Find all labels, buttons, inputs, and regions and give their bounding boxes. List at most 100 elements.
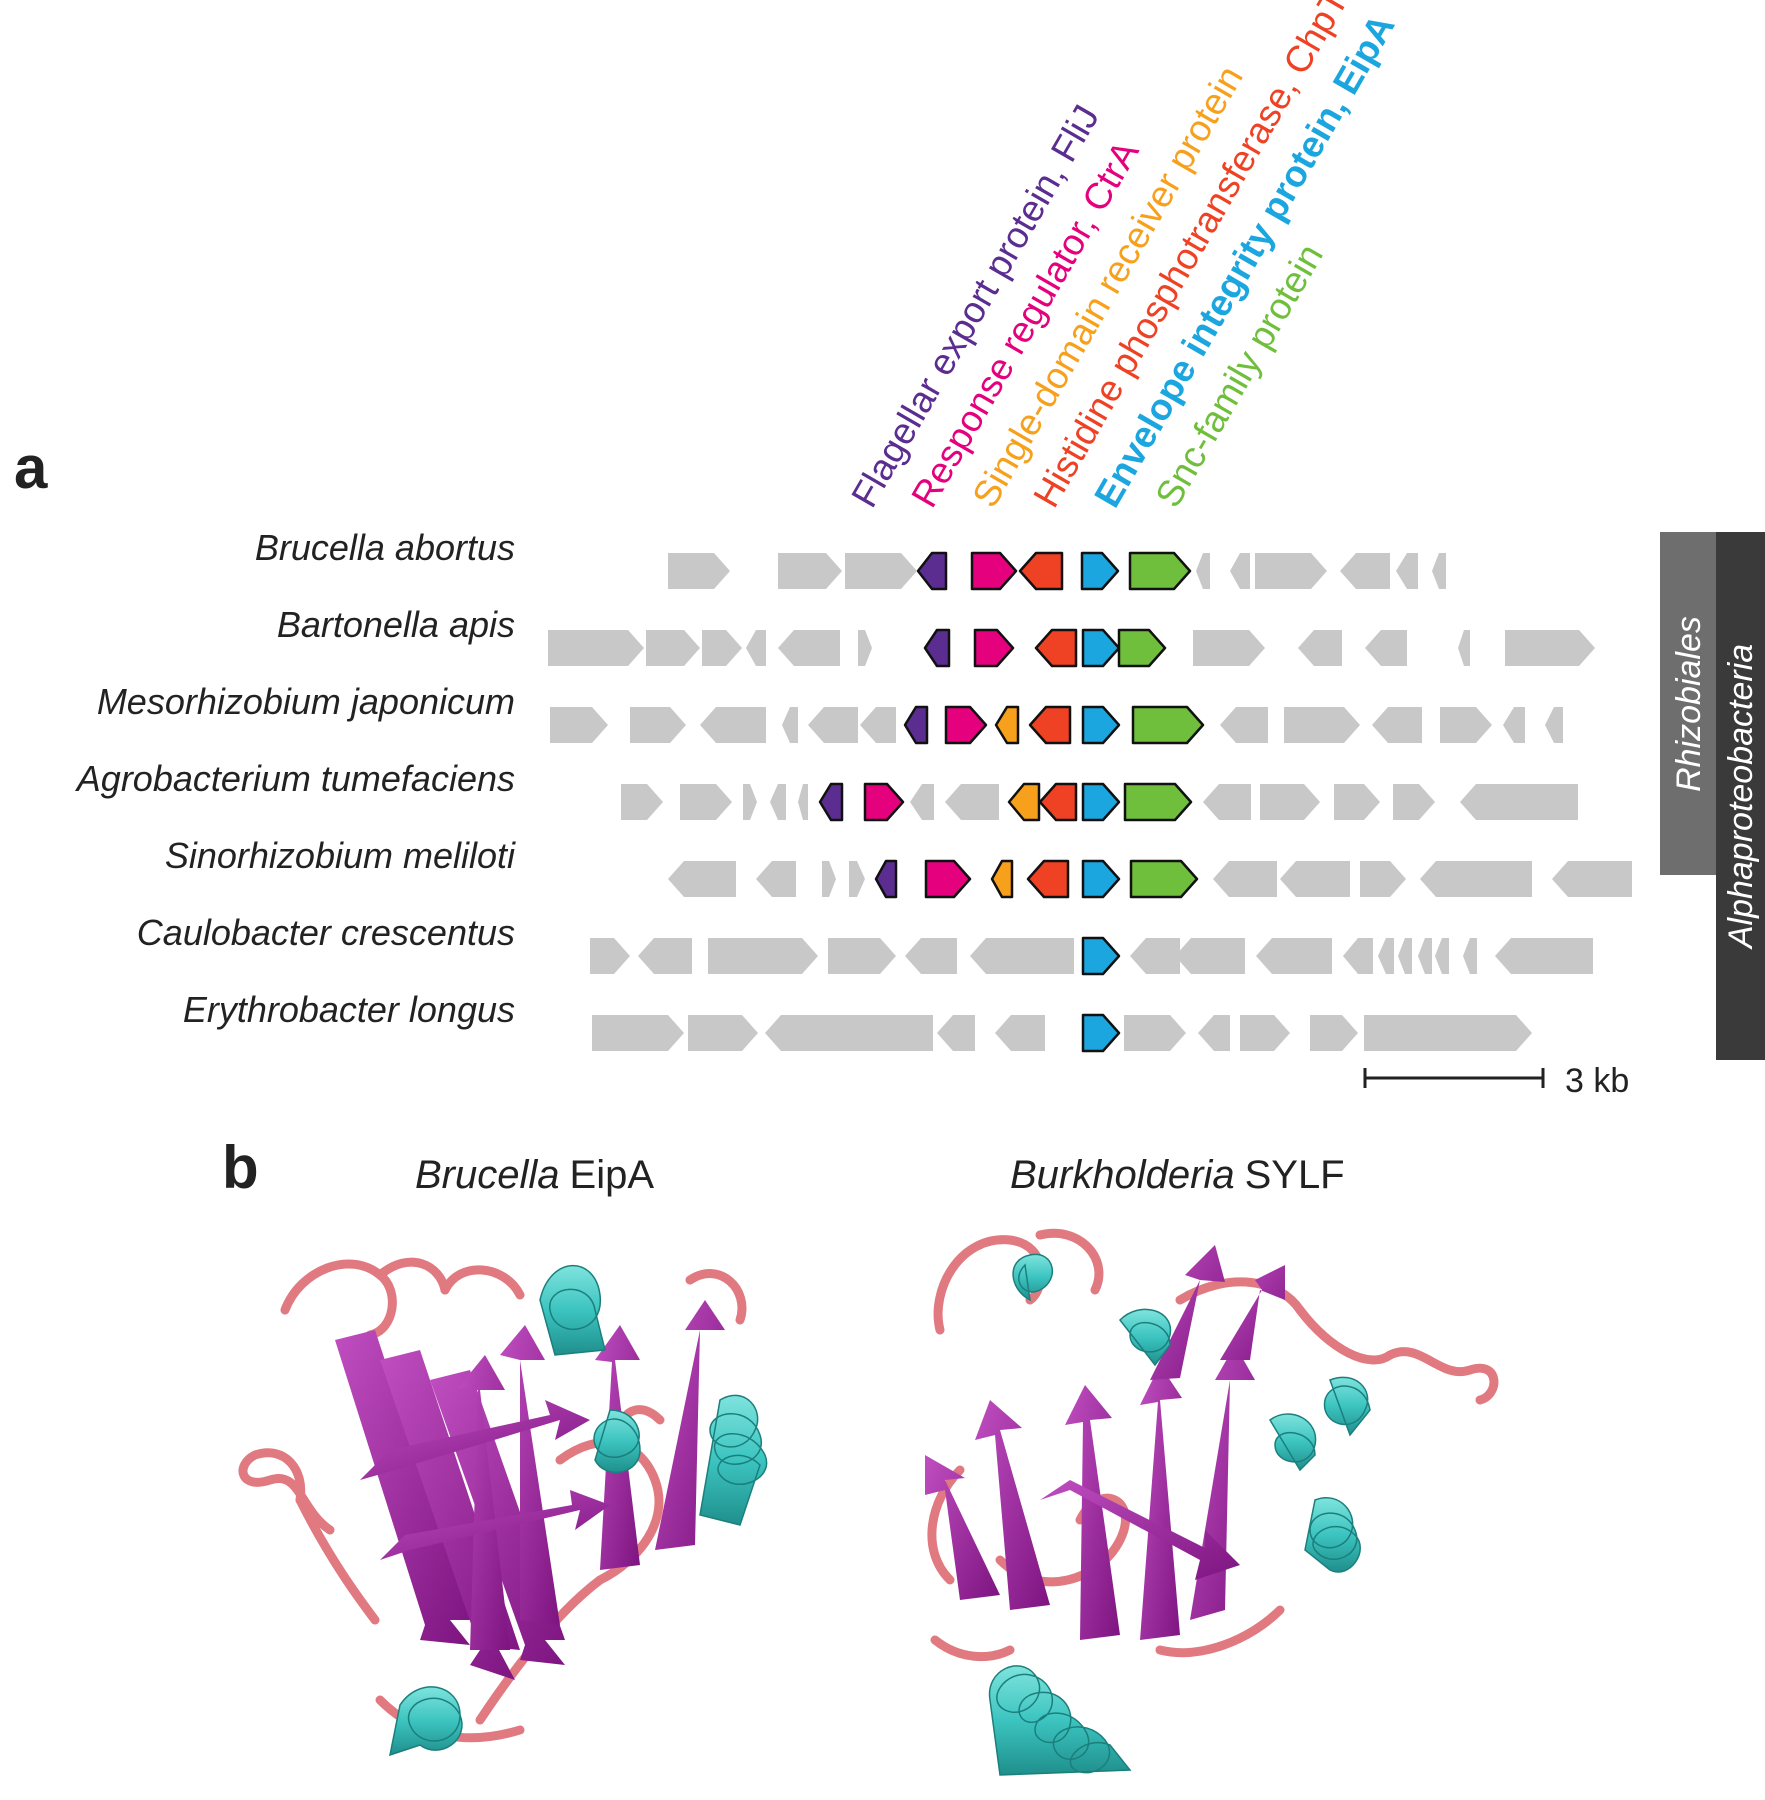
gene-arrow xyxy=(970,938,1074,974)
gene-arrow xyxy=(1432,553,1446,589)
species-label-bartonella-apis: Bartonella apis xyxy=(277,604,515,645)
structure-title-left-genus: Brucella xyxy=(415,1153,560,1197)
gene-neighborhood-rows xyxy=(548,551,1632,1053)
gene-arrow xyxy=(1280,861,1350,897)
gene-arrow xyxy=(782,707,798,743)
scale-bar-label: 3 kb xyxy=(1565,1062,1629,1100)
gene-arrow-ctra xyxy=(924,859,972,899)
species-label-caulobacter-crescentus: Caulobacter crescentus xyxy=(137,912,515,953)
gene-arrow xyxy=(638,938,692,974)
gene-arrow xyxy=(1364,1015,1532,1051)
gene-arrow-flij xyxy=(923,628,951,668)
gene-row-sinorhizobium-meliloti xyxy=(668,859,1632,899)
gene-arrow xyxy=(1435,938,1449,974)
gene-arrow xyxy=(1458,630,1470,666)
gene-arrow xyxy=(1203,784,1251,820)
structure-title-left-protein: EipA xyxy=(570,1153,655,1197)
gene-arrow-eipa xyxy=(1081,628,1121,668)
gene-arrow-eipa xyxy=(1081,705,1121,745)
clade-bar-rhizobiales xyxy=(1660,532,1717,875)
gene-arrow-receiver xyxy=(994,705,1020,745)
gene-arrow xyxy=(590,938,630,974)
gene-row-caulobacter-crescentus xyxy=(590,936,1593,976)
gene-arrow xyxy=(621,784,663,820)
gene-arrow xyxy=(1198,1015,1230,1051)
gene-arrow xyxy=(1505,630,1595,666)
gene-row-mesorhizobium-japonicum xyxy=(550,705,1563,745)
gene-arrow-flij xyxy=(916,551,948,591)
gene-arrow xyxy=(1495,938,1593,974)
gene-arrow xyxy=(1334,784,1380,820)
gene-arrow xyxy=(822,861,836,897)
gene-arrow-chpt xyxy=(1028,705,1072,745)
gene-arrow xyxy=(592,1015,684,1051)
gene-arrow xyxy=(937,1015,975,1051)
gene-arrow-ctra xyxy=(944,705,988,745)
gene-arrow xyxy=(765,1015,933,1051)
species-labels: Brucella abortus Bartonella apis Mesorhi… xyxy=(75,527,516,1030)
gene-arrow xyxy=(708,938,818,974)
species-label-brucella-abortus: Brucella abortus xyxy=(255,527,515,568)
gene-arrow xyxy=(702,630,742,666)
gene-arrow xyxy=(1340,553,1390,589)
gene-arrow-ctra xyxy=(973,628,1015,668)
gene-arrow xyxy=(1460,784,1578,820)
gene-arrow xyxy=(1298,630,1342,666)
gene-arrow xyxy=(845,553,917,589)
gene-arrow xyxy=(1418,938,1432,974)
gene-arrow xyxy=(945,784,999,820)
gene-arrow xyxy=(630,707,686,743)
gene-arrow xyxy=(743,784,757,820)
panel-b-letter: b xyxy=(222,1134,259,1201)
gene-arrow-snc xyxy=(1128,551,1192,591)
gene-arrow xyxy=(1193,630,1265,666)
gene-arrow xyxy=(646,630,700,666)
gene-arrow xyxy=(798,784,808,820)
gene-arrow xyxy=(680,784,732,820)
structure-cartoon-sylf xyxy=(925,1228,1499,1776)
gene-arrow xyxy=(1255,553,1327,589)
gene-arrow xyxy=(1260,784,1320,820)
gene-arrow xyxy=(1372,707,1422,743)
gene-arrow xyxy=(668,553,730,589)
gene-arrow xyxy=(1343,938,1373,974)
gene-arrow xyxy=(860,707,896,743)
gene-arrow xyxy=(1552,861,1632,897)
gene-arrow xyxy=(1545,707,1563,743)
gene-arrow-chpt xyxy=(1018,551,1064,591)
gene-arrow xyxy=(1230,553,1250,589)
gene-arrow-flij xyxy=(903,705,929,745)
gene-arrow xyxy=(778,630,840,666)
gene-arrow xyxy=(550,707,608,743)
structure-title-right-genus: Burkholderia xyxy=(1010,1153,1235,1197)
gene-legend: Flagellar export protein, FliJ Response … xyxy=(843,0,1402,514)
gene-arrow xyxy=(1463,938,1477,974)
gene-arrow-eipa xyxy=(1080,551,1120,591)
structure-cartoon-eipa xyxy=(238,1257,768,1757)
gene-row-agrobacterium-tumefaciens xyxy=(621,782,1578,822)
gene-arrow-eipa xyxy=(1081,859,1121,899)
gene-arrow-snc xyxy=(1117,628,1167,668)
gene-arrow xyxy=(905,938,957,974)
gene-arrow-eipa xyxy=(1081,1013,1121,1053)
clade-bars: Rhizobiales Alphaproteobacteria xyxy=(1660,532,1765,1060)
gene-arrow xyxy=(1440,707,1492,743)
gene-arrow xyxy=(1503,707,1525,743)
gene-arrow xyxy=(1360,861,1406,897)
gene-arrow xyxy=(849,861,865,897)
gene-arrow xyxy=(688,1015,758,1051)
structure-title-right-protein: SYLF xyxy=(1245,1153,1345,1197)
gene-arrow-flij xyxy=(874,859,898,899)
gene-arrow-ctra xyxy=(970,551,1018,591)
gene-row-bartonella-apis xyxy=(548,628,1595,668)
gene-arrow xyxy=(1124,1015,1186,1051)
clade-label-alphaproteobacteria: Alphaproteobacteria xyxy=(1722,644,1760,950)
gene-arrow-chpt xyxy=(1026,859,1070,899)
gene-arrow xyxy=(1196,553,1210,589)
species-label-mesorhizobium-japonicum: Mesorhizobium japonicum xyxy=(97,681,515,722)
gene-row-erythrobacter-longus xyxy=(592,1013,1532,1053)
gene-arrow-eipa xyxy=(1081,782,1121,822)
gene-arrow xyxy=(910,784,934,820)
